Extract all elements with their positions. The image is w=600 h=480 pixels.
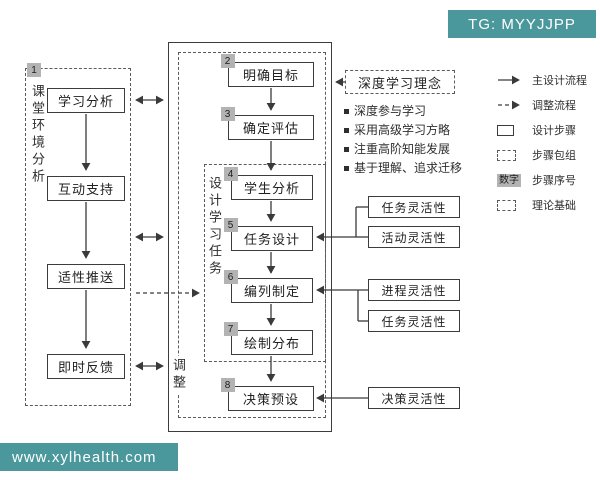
dashed-arrow-icon: [498, 100, 520, 110]
legend: 主设计流程 调整流程 设计步骤 步骤包组 数字 步骤序号 理论基础: [497, 72, 587, 222]
classroom-env-label: 课堂环境分析: [30, 84, 45, 186]
dashed-box-icon: [497, 199, 516, 211]
legend-item-design-step: 设计步骤: [497, 122, 587, 138]
legend-item-main-flow: 主设计流程: [497, 72, 587, 88]
node-label: 决策预设: [242, 392, 299, 407]
bullet-item: 深度参与学习: [344, 102, 462, 121]
solid-box-icon: [497, 124, 514, 136]
node-student-analysis: 4 学生分析: [224, 167, 313, 200]
step-badge-8: 8: [221, 378, 235, 392]
node-task-design: 5 任务设计: [224, 218, 313, 251]
legend-label: 设计步骤: [532, 125, 576, 137]
bullet-item: 采用高级学习方略: [344, 121, 462, 140]
bullet-item: 注重高阶知能发展: [344, 140, 462, 159]
node-label: 绘制分布: [243, 336, 300, 351]
adjust-label: 调整: [170, 356, 186, 394]
node-clarify-goals: 2 明确目标: [221, 54, 314, 87]
legend-label: 理论基础: [532, 200, 576, 212]
classroom-env-panel: [25, 68, 131, 406]
step-badge-5: 5: [224, 218, 238, 232]
bullet-text: 采用高级学习方略: [354, 123, 451, 137]
website-banner: www.xylhealth.com: [0, 443, 178, 471]
bullet-square-icon: [344, 109, 349, 114]
node-distribution: 7 绘制分布: [224, 322, 313, 355]
node-instant-feedback: 即时反馈: [47, 354, 125, 379]
node-define-assessment: 3 确定评估: [221, 107, 314, 140]
flex-activity-box: 活动灵活性: [368, 226, 460, 248]
node-label: 学生分析: [243, 181, 300, 196]
legend-item-step-group: 步骤包组: [497, 147, 587, 163]
node-adaptive-push: 适性推送: [47, 264, 125, 289]
node-learning-analysis: 学习分析: [47, 88, 125, 113]
bullet-text: 基于理解、追求迁移: [354, 161, 463, 175]
node-label: 确定评估: [242, 121, 299, 136]
bullet-square-icon: [344, 147, 349, 152]
node-arrangement: 6 编列制定: [224, 270, 313, 303]
deep-learning-points: 深度参与学习 采用高级学习方略 注重高阶知能发展 基于理解、追求迁移: [344, 102, 462, 178]
theory-box: 深度学习理念: [345, 70, 455, 94]
node-decision-preset: 8 决策预设: [221, 378, 314, 411]
node-interaction-support: 互动支持: [47, 176, 125, 201]
learning-task-group: [204, 164, 326, 362]
flexibility-connectors: [316, 206, 368, 403]
dashed-box-icon: [497, 149, 516, 161]
tg-banner: TG: MYYJJPP: [448, 10, 596, 38]
step-badge-2: 2: [221, 54, 235, 68]
solid-arrow-icon: [498, 75, 520, 85]
bullet-square-icon: [344, 166, 349, 171]
legend-item-step-number: 数字 步骤序号: [497, 172, 587, 188]
step-badge-7: 7: [224, 322, 238, 336]
flex-task-box-2: 任务灵活性: [368, 310, 460, 332]
step-badge-4: 4: [224, 167, 238, 181]
legend-label: 主设计流程: [532, 75, 587, 87]
node-label: 任务设计: [243, 232, 300, 247]
number-badge-icon: 数字: [497, 173, 521, 187]
step-badge-3: 3: [221, 107, 235, 121]
flex-process-box: 进程灵活性: [368, 279, 460, 301]
legend-item-adjust-flow: 调整流程: [497, 97, 587, 113]
bullet-text: 注重高阶知能发展: [354, 142, 451, 156]
flex-task-box: 任务灵活性: [368, 196, 460, 218]
node-label: 明确目标: [242, 68, 299, 83]
step-badge-1: 1: [27, 63, 41, 77]
bullet-square-icon: [344, 128, 349, 133]
panel-link-double-arrows: [135, 95, 164, 371]
bullet-text: 深度参与学习: [354, 104, 427, 118]
legend-label: 步骤包组: [532, 150, 576, 162]
legend-label: 调整流程: [532, 100, 576, 112]
legend-item-theory-basis: 理论基础: [497, 197, 587, 213]
step-badge-6: 6: [224, 270, 238, 284]
bullet-item: 基于理解、追求迁移: [344, 159, 462, 178]
legend-label: 步骤序号: [532, 175, 576, 187]
flex-decision-box: 决策灵活性: [368, 387, 460, 409]
learning-task-group-label: 设计学习任务: [207, 176, 222, 278]
node-label: 编列制定: [243, 284, 300, 299]
adjust-dashed-arrow: [136, 77, 345, 298]
